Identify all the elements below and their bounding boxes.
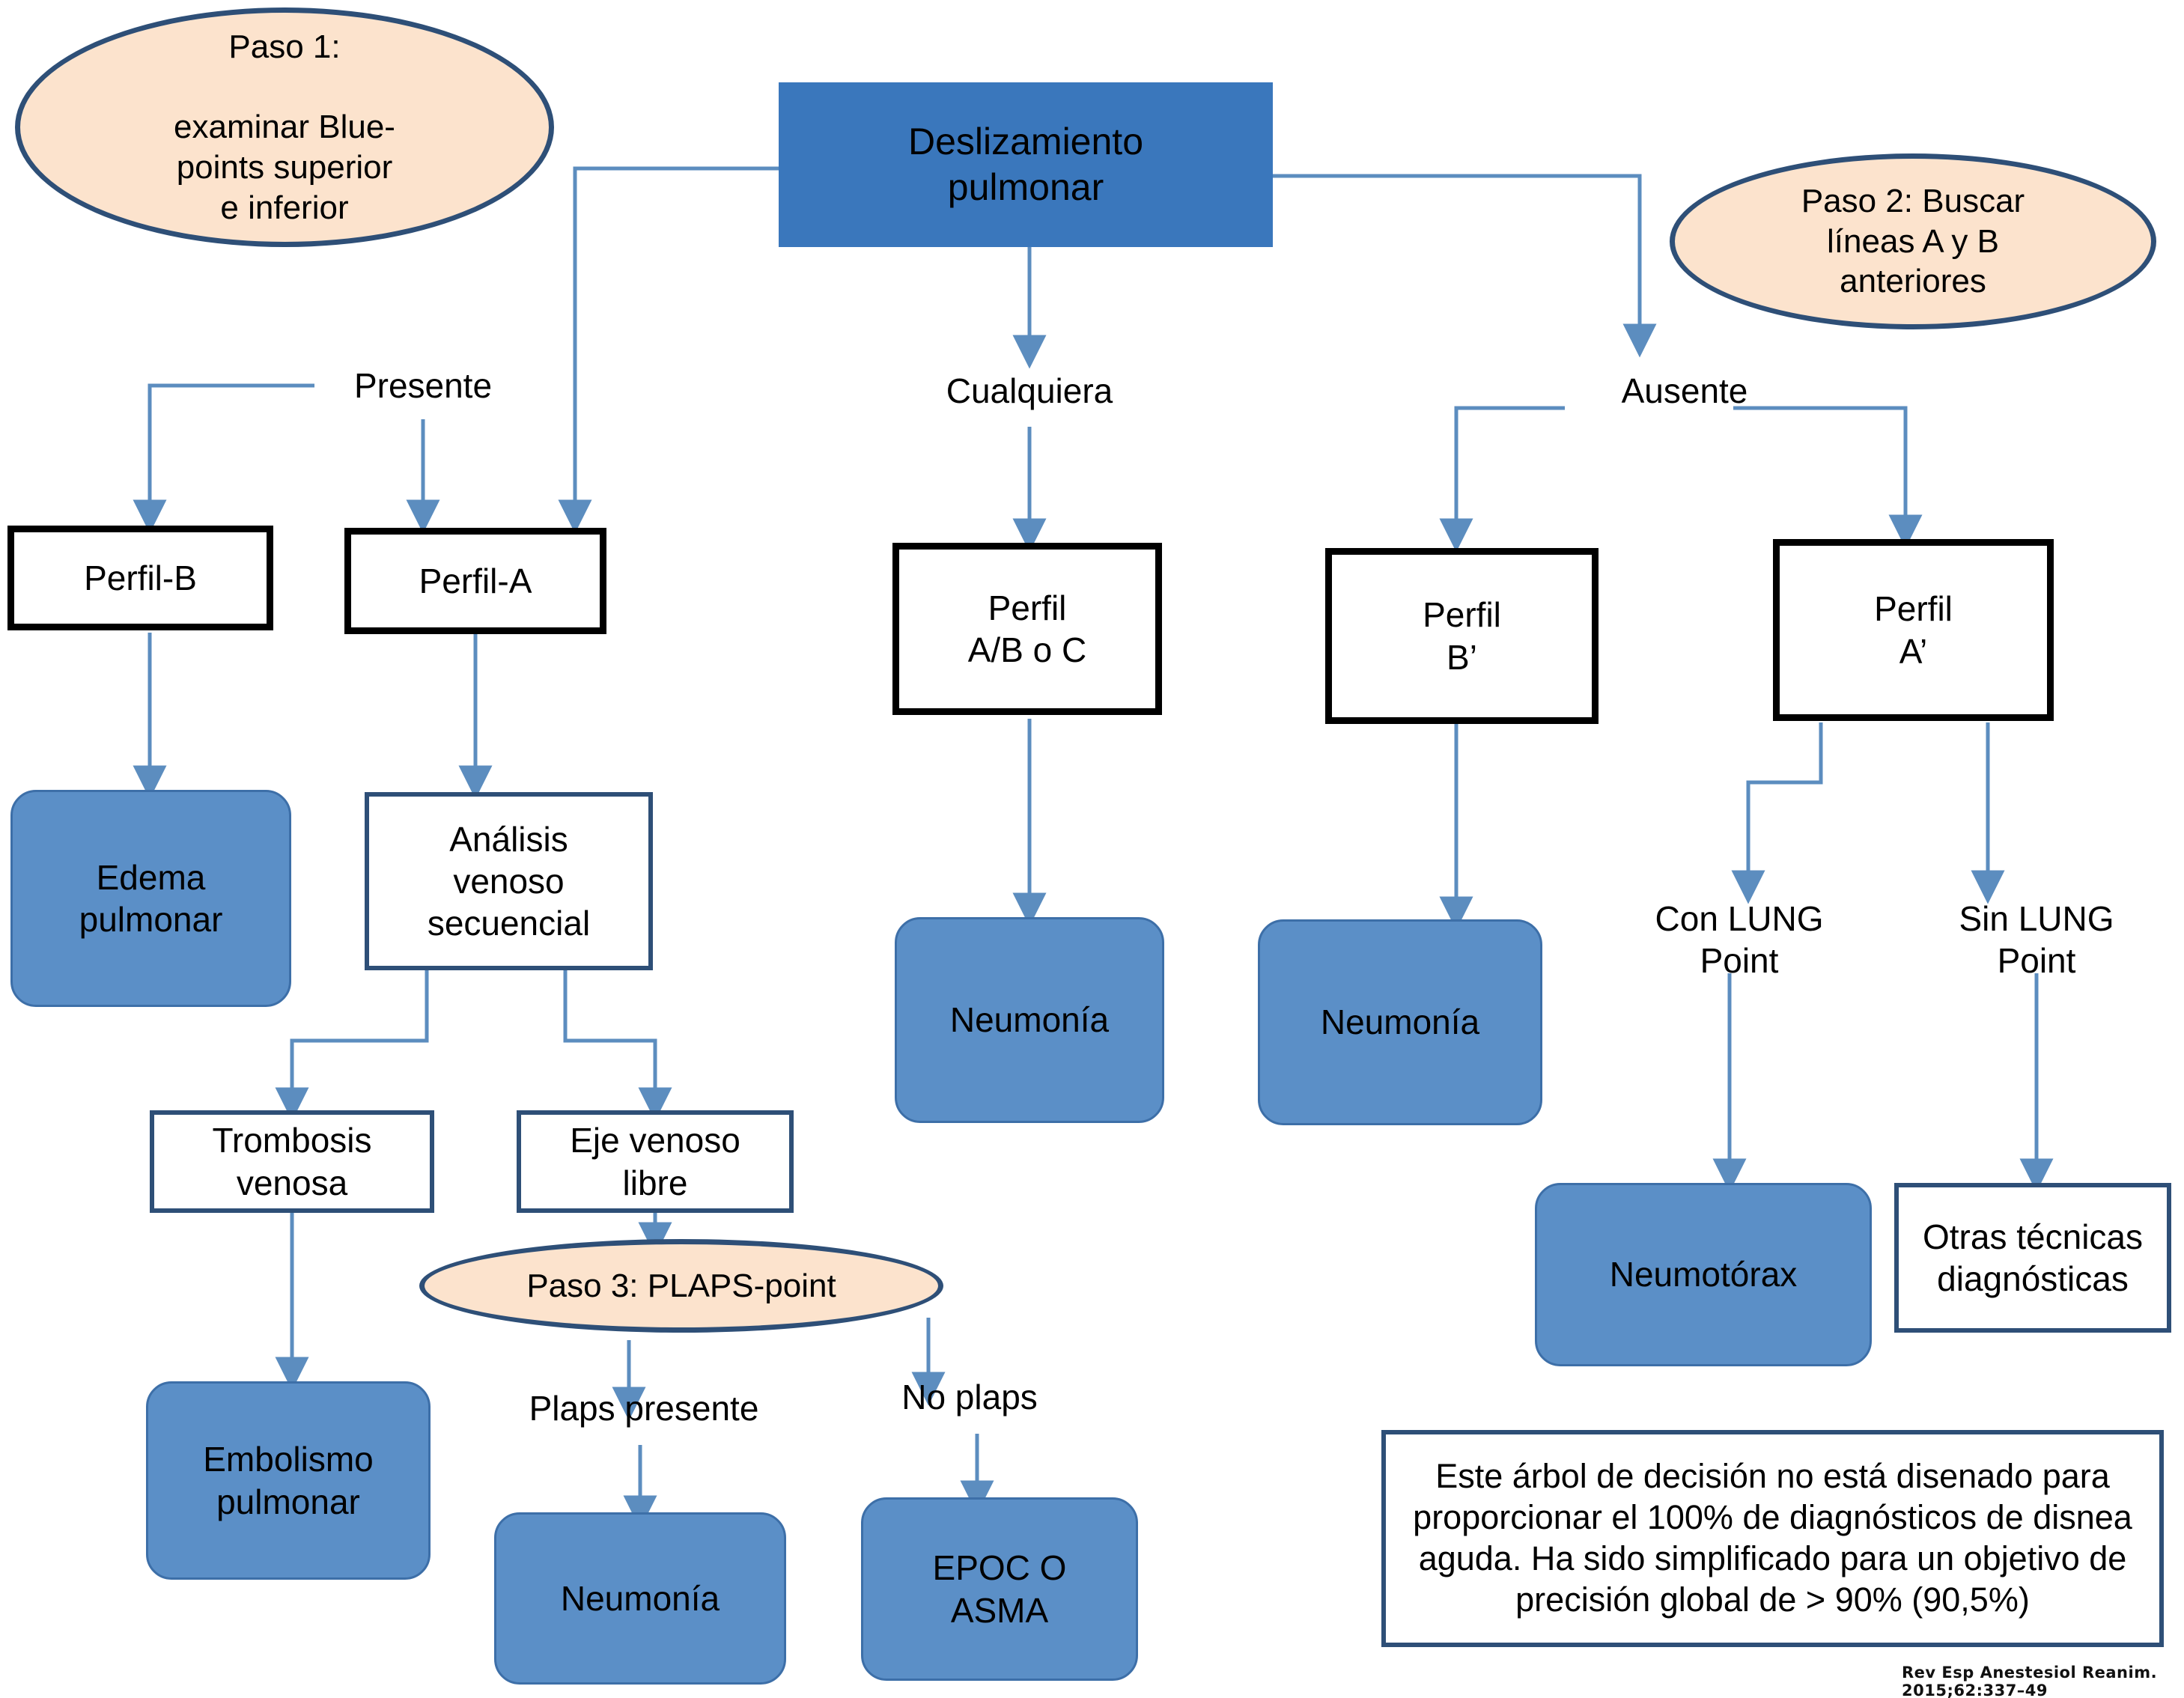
node-neumonia-plaps[interactable]: Neumonía bbox=[494, 1512, 786, 1685]
callout-paso-3: Paso 3: PLAPS-point bbox=[419, 1239, 943, 1333]
node-perfil-b[interactable]: Perfil-B bbox=[7, 526, 273, 630]
node-neumotorax[interactable]: Neumotórax bbox=[1535, 1183, 1872, 1366]
node-edema-pulmonar[interactable]: Edema pulmonar bbox=[10, 790, 291, 1007]
node-embolismo-pulmonar[interactable]: Embolismo pulmonar bbox=[146, 1381, 431, 1580]
callout-paso-2: Paso 2: Buscar líneas A y B anteriores bbox=[1670, 153, 2156, 329]
journal-citation: Rev Esp Anestesiol Reanim. 2015;62:337–4… bbox=[1902, 1664, 2158, 1698]
node-analisis-venoso-secuencial[interactable]: Análisis venoso secuencial bbox=[365, 792, 653, 970]
node-perfil-a-prime[interactable]: Perfil A’ bbox=[1773, 539, 2054, 721]
node-perfil-b-prime[interactable]: Perfil B’ bbox=[1325, 548, 1599, 724]
edge-label-cualquiera: Cualquiera bbox=[946, 371, 1113, 411]
node-eje-venoso-libre[interactable]: Eje venoso libre bbox=[517, 1110, 794, 1213]
node-neumonia-centro[interactable]: Neumonía bbox=[895, 917, 1164, 1123]
node-perfil-a[interactable]: Perfil-A bbox=[344, 528, 606, 634]
edge-label-no-plaps: No plaps bbox=[901, 1377, 1038, 1416]
node-epoc-asma[interactable]: EPOC O ASMA bbox=[861, 1497, 1138, 1681]
node-otras-tecnicas-diagnosticas[interactable]: Otras técnicas diagnósticas bbox=[1894, 1183, 2171, 1333]
node-perfil-abc[interactable]: Perfil A/B o C bbox=[892, 543, 1162, 715]
node-neumonia-b-prime[interactable]: Neumonía bbox=[1258, 919, 1542, 1125]
edge-label-plaps-presente: Plaps presente bbox=[529, 1388, 759, 1428]
callout-paso-1: Paso 1: examinar Blue- points superior e… bbox=[15, 7, 554, 247]
node-deslizamiento-pulmonar[interactable]: Deslizamiento pulmonar bbox=[779, 82, 1273, 247]
node-trombosis-venosa[interactable]: Trombosis venosa bbox=[150, 1110, 434, 1213]
edge-label-presente: Presente bbox=[353, 366, 493, 406]
edge-label-ausente: Ausente bbox=[1621, 371, 1748, 411]
edge-label-con-lung-point: Con LUNG Point bbox=[1655, 898, 1824, 980]
edge-label-sin-lung-point: Sin LUNG Point bbox=[1959, 898, 2114, 980]
note-accuracy-disclaimer: Este árbol de decisión no está disenado … bbox=[1381, 1430, 2164, 1647]
